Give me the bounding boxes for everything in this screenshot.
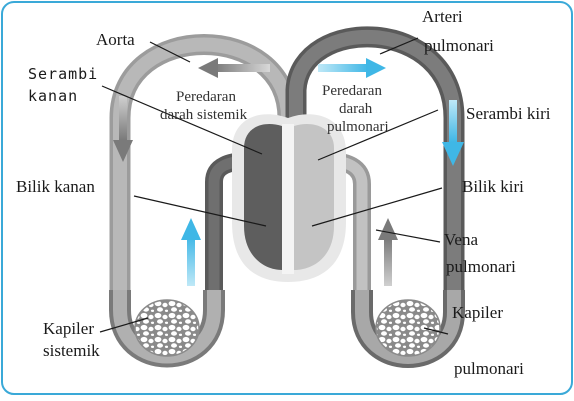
label-bilik-kanan: Bilik kanan xyxy=(16,177,95,196)
pulmonary-capillary-bed xyxy=(376,300,440,356)
label-peredaran-pulmonari-line2: darah xyxy=(339,101,373,117)
systemic-capillary-bed xyxy=(135,300,199,356)
label-peredaran-sistemik-line1: Peredaran xyxy=(176,89,236,105)
label-kapiler-sistemik-line2: sistemik xyxy=(43,341,100,360)
label-peredaran-pulmonari-line3: pulmonari xyxy=(327,119,389,135)
label-aorta: Aorta xyxy=(96,30,135,49)
label-bilik-kiri: Bilik kiri xyxy=(462,177,524,196)
heart xyxy=(232,114,346,282)
label-vena-pulmonari-line2: pulmonari xyxy=(446,257,516,276)
label-serambi-kanan-line2: kanan xyxy=(28,87,78,105)
label-peredaran-sistemik-line2: darah sistemik xyxy=(160,107,248,123)
label-vena-pulmonari-line1: Vena xyxy=(444,230,478,249)
label-kapiler-sistemik-line1: Kapiler xyxy=(43,319,94,338)
label-serambi-kiri: Serambi kiri xyxy=(466,104,551,123)
label-peredaran-pulmonari-line1: Peredaran xyxy=(322,83,382,99)
label-arteri-pulmonari-line2: pulmonari xyxy=(424,36,494,55)
label-kapiler-pulmonari-line1: Kapiler xyxy=(452,303,503,322)
label-serambi-kanan-line1: Serambi xyxy=(28,65,98,83)
label-arteri-pulmonari-line1: Arteri xyxy=(422,7,463,26)
label-kapiler-pulmonari-line2: pulmonari xyxy=(454,359,524,378)
